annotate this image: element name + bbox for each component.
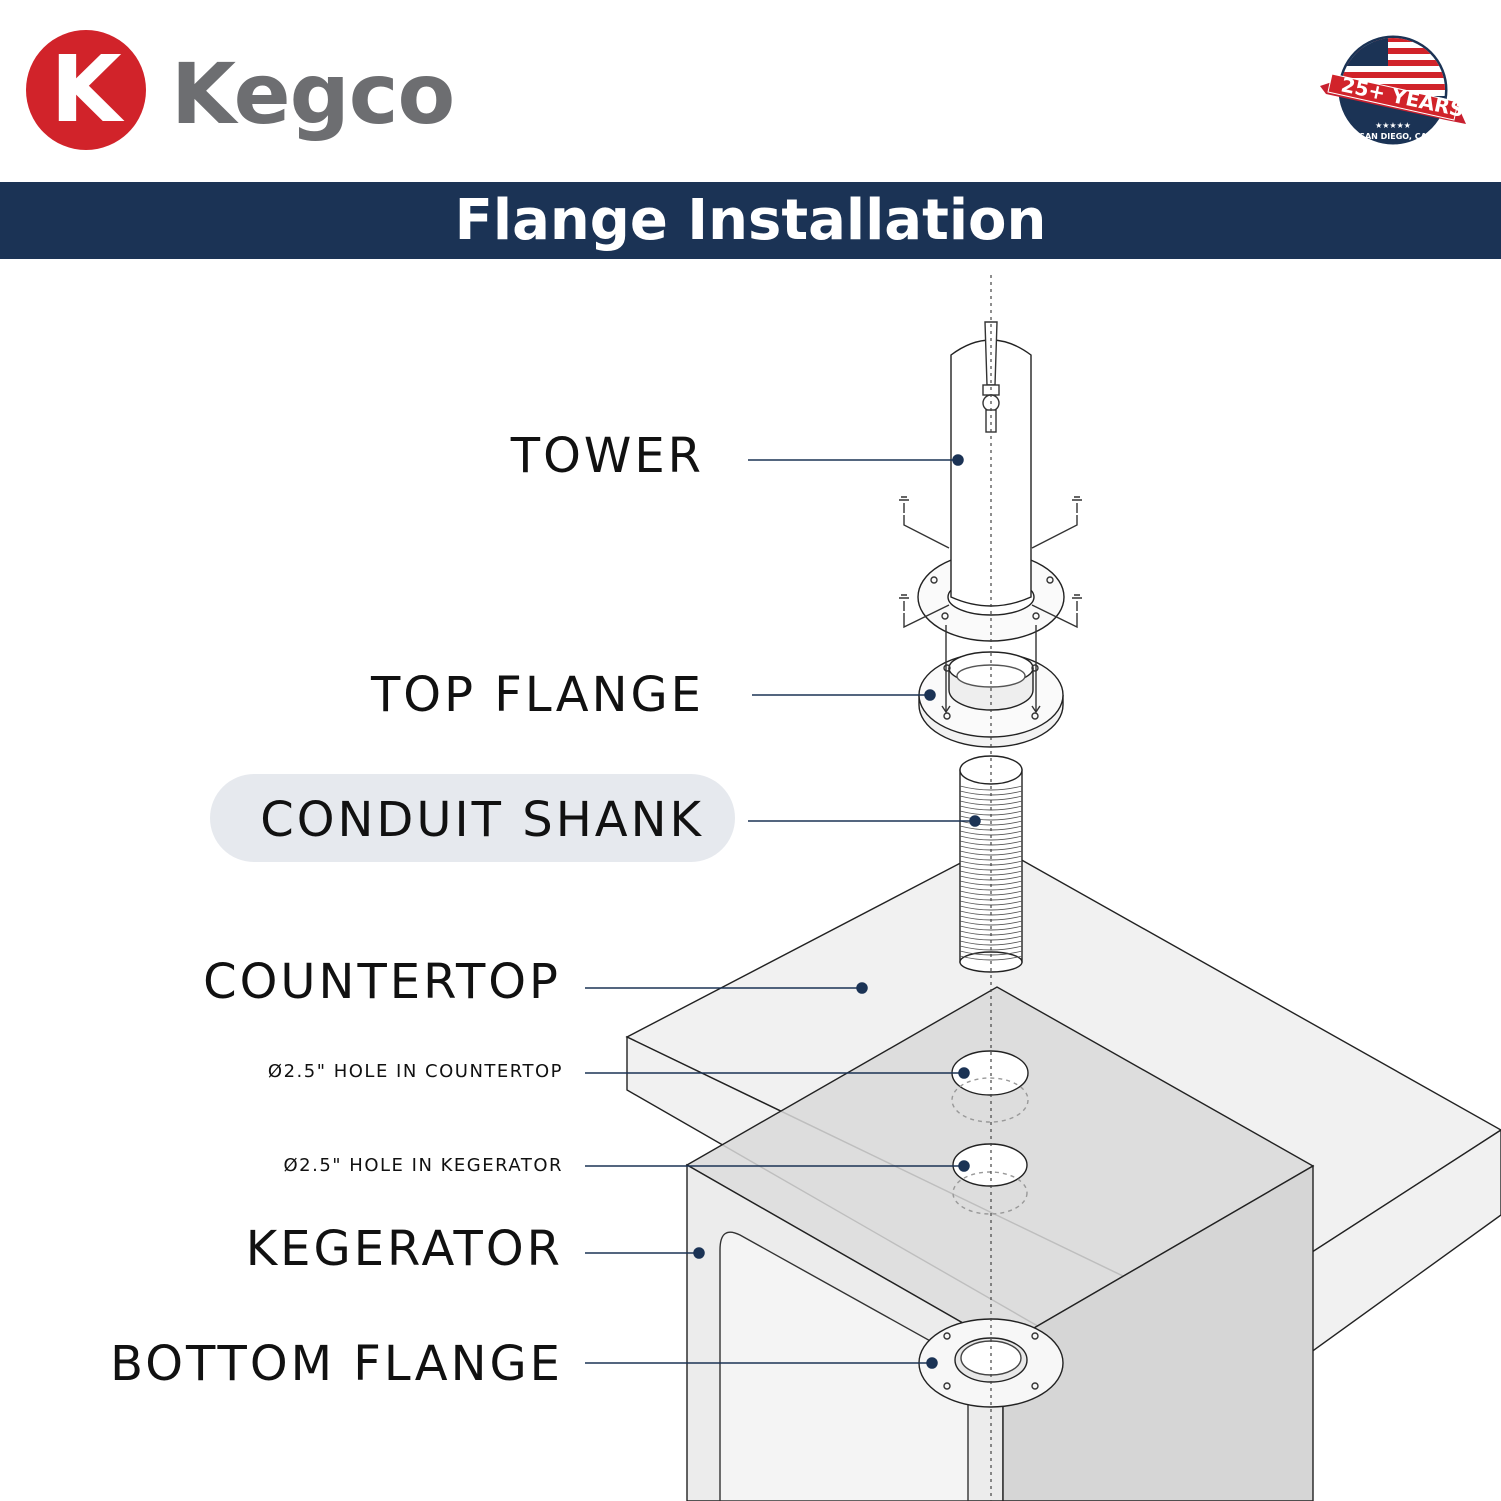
page-title: Flange Installation: [0, 182, 1501, 259]
shank-thread: [959, 855, 1023, 861]
shank-thread: [959, 925, 1023, 931]
label-hole-countertop: Ø2.5" HOLE IN COUNTERTOP: [267, 1061, 563, 1082]
shank-thread: [959, 920, 1023, 926]
header: K Kegco 25+ YEARS ★★★★★ SAN DIEGO, CA: [0, 0, 1501, 182]
shank-thread: [959, 885, 1023, 891]
label-tower: TOWER: [510, 428, 704, 484]
shank-thread: [959, 800, 1023, 806]
badge-stars: ★★★★★: [1375, 121, 1411, 130]
label-bottom-flange: BOTTOM FLANGE: [110, 1336, 563, 1392]
shank-thread: [959, 815, 1023, 821]
flange-installation-diagram: TOWER TOP FLANGE CONDUIT SHANK COUNTERTO…: [0, 259, 1501, 1501]
shank-thread: [959, 820, 1023, 826]
label-hole-kegerator: Ø2.5" HOLE IN KEGERATOR: [283, 1155, 563, 1176]
conduit-shank-highlight: [210, 774, 735, 862]
label-conduit-shank: CONDUIT SHANK: [260, 792, 704, 848]
logo-mark-icon: K: [26, 30, 146, 150]
shank-thread: [959, 870, 1023, 876]
shank-thread: [959, 850, 1023, 856]
shank-thread: [959, 785, 1023, 791]
label-kegerator: KEGERATOR: [245, 1221, 563, 1277]
kegerator-box: [685, 986, 1315, 1501]
shank-thread: [959, 905, 1023, 911]
label-countertop: COUNTERTOP: [203, 954, 561, 1010]
leader-lines: [585, 454, 981, 1369]
brand-name: Kegco: [171, 45, 455, 143]
exploded-view-drawing: [585, 275, 1501, 1501]
shank-thread: [959, 890, 1023, 896]
badge-location: SAN DIEGO, CA: [1359, 132, 1427, 141]
shank-thread: [959, 940, 1023, 946]
mounting-screws: [899, 496, 1082, 714]
kegco-logo[interactable]: K Kegco: [26, 30, 496, 150]
shank-thread: [959, 955, 1023, 961]
label-top-flange: TOP FLANGE: [370, 667, 704, 723]
shank-thread: [959, 835, 1023, 841]
years-badge-icon: 25+ YEARS ★★★★★ SAN DIEGO, CA: [1320, 32, 1466, 148]
